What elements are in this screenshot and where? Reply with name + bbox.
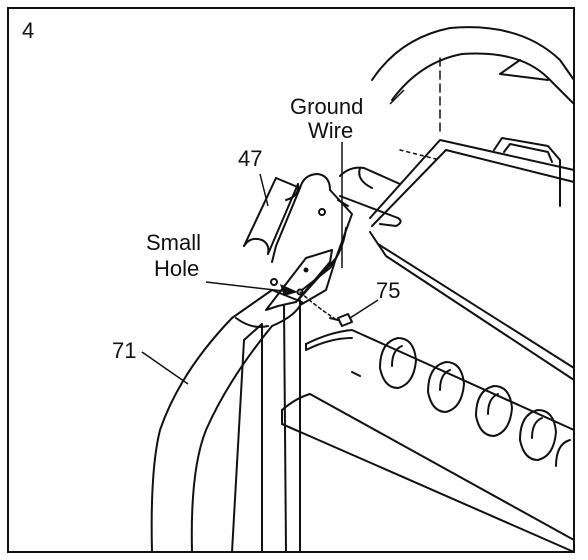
- deck-side: [281, 409, 575, 553]
- handrail-end: [231, 289, 303, 327]
- handrail-71-inner: [190, 325, 273, 553]
- upright-left-edge: [271, 187, 301, 263]
- part-47-cap-left: [243, 183, 299, 255]
- upright-notch: [337, 199, 349, 207]
- console-bracket-inner: [503, 143, 553, 163]
- leg-right-front: [283, 305, 287, 553]
- bolt-75-head: [337, 313, 353, 327]
- leader-small-hole: [205, 281, 293, 293]
- leg-joint: [243, 323, 263, 341]
- console-bracket: [493, 137, 561, 207]
- hood-vent-slots: [379, 337, 571, 467]
- crossbar-top: [339, 166, 401, 185]
- label-part-71: 71: [112, 338, 136, 363]
- part-47-cap-top: [275, 177, 301, 189]
- bolt-path-dashed: [299, 291, 335, 319]
- upright-lower-edge: [301, 257, 337, 305]
- treadmill-drawing: [150, 26, 575, 553]
- handrail-71-outer: [150, 317, 233, 553]
- console-tray-front: [369, 231, 575, 381]
- crossbar-bottom: [339, 195, 402, 227]
- bracket-dot: [303, 267, 309, 273]
- label-hole: Hole: [154, 256, 199, 281]
- hood-tick: [351, 371, 361, 377]
- console-tray-edge: [371, 149, 575, 227]
- upright-top-cap: [299, 173, 331, 191]
- hidden-line: [399, 149, 441, 161]
- label-wire: Wire: [308, 118, 353, 143]
- upright-right-edge: [299, 189, 353, 299]
- upright-arch-outer: [371, 26, 575, 81]
- hood-front: [305, 337, 353, 351]
- crossbar-end: [358, 167, 373, 189]
- upright-bolt-hole: [318, 208, 326, 216]
- arch-detail: [499, 59, 549, 81]
- leg-left-front: [231, 339, 245, 553]
- leader-71: [141, 351, 189, 385]
- deck-edge: [281, 423, 301, 433]
- label-part-47: 47: [238, 146, 262, 171]
- handrail-cap-curve: [235, 317, 269, 328]
- part-47-cap-lip: [285, 183, 300, 201]
- label-small: Small: [146, 230, 201, 255]
- bracket-plate: [265, 249, 333, 311]
- ground-wire: [301, 227, 347, 291]
- small-hole: [270, 278, 278, 286]
- upright-arch-inner: [391, 52, 575, 105]
- label-part-75: 75: [376, 278, 400, 303]
- leader-75: [349, 299, 379, 319]
- bolt-75-shaft: [329, 317, 339, 321]
- console-tray-lip: [377, 243, 575, 369]
- part-47-cap-edge: [243, 177, 277, 247]
- leader-47: [259, 173, 269, 207]
- diagram-border: [7, 7, 575, 553]
- leader-ground-wire-arch: [389, 89, 405, 105]
- console-tray-top: [369, 139, 575, 219]
- hood-top: [305, 329, 575, 431]
- leader-lines: [141, 89, 405, 385]
- step-number: 4: [22, 18, 34, 43]
- deck-top: [281, 393, 575, 541]
- small-hole-arrowhead: [280, 284, 298, 296]
- label-ground: Ground: [290, 94, 363, 119]
